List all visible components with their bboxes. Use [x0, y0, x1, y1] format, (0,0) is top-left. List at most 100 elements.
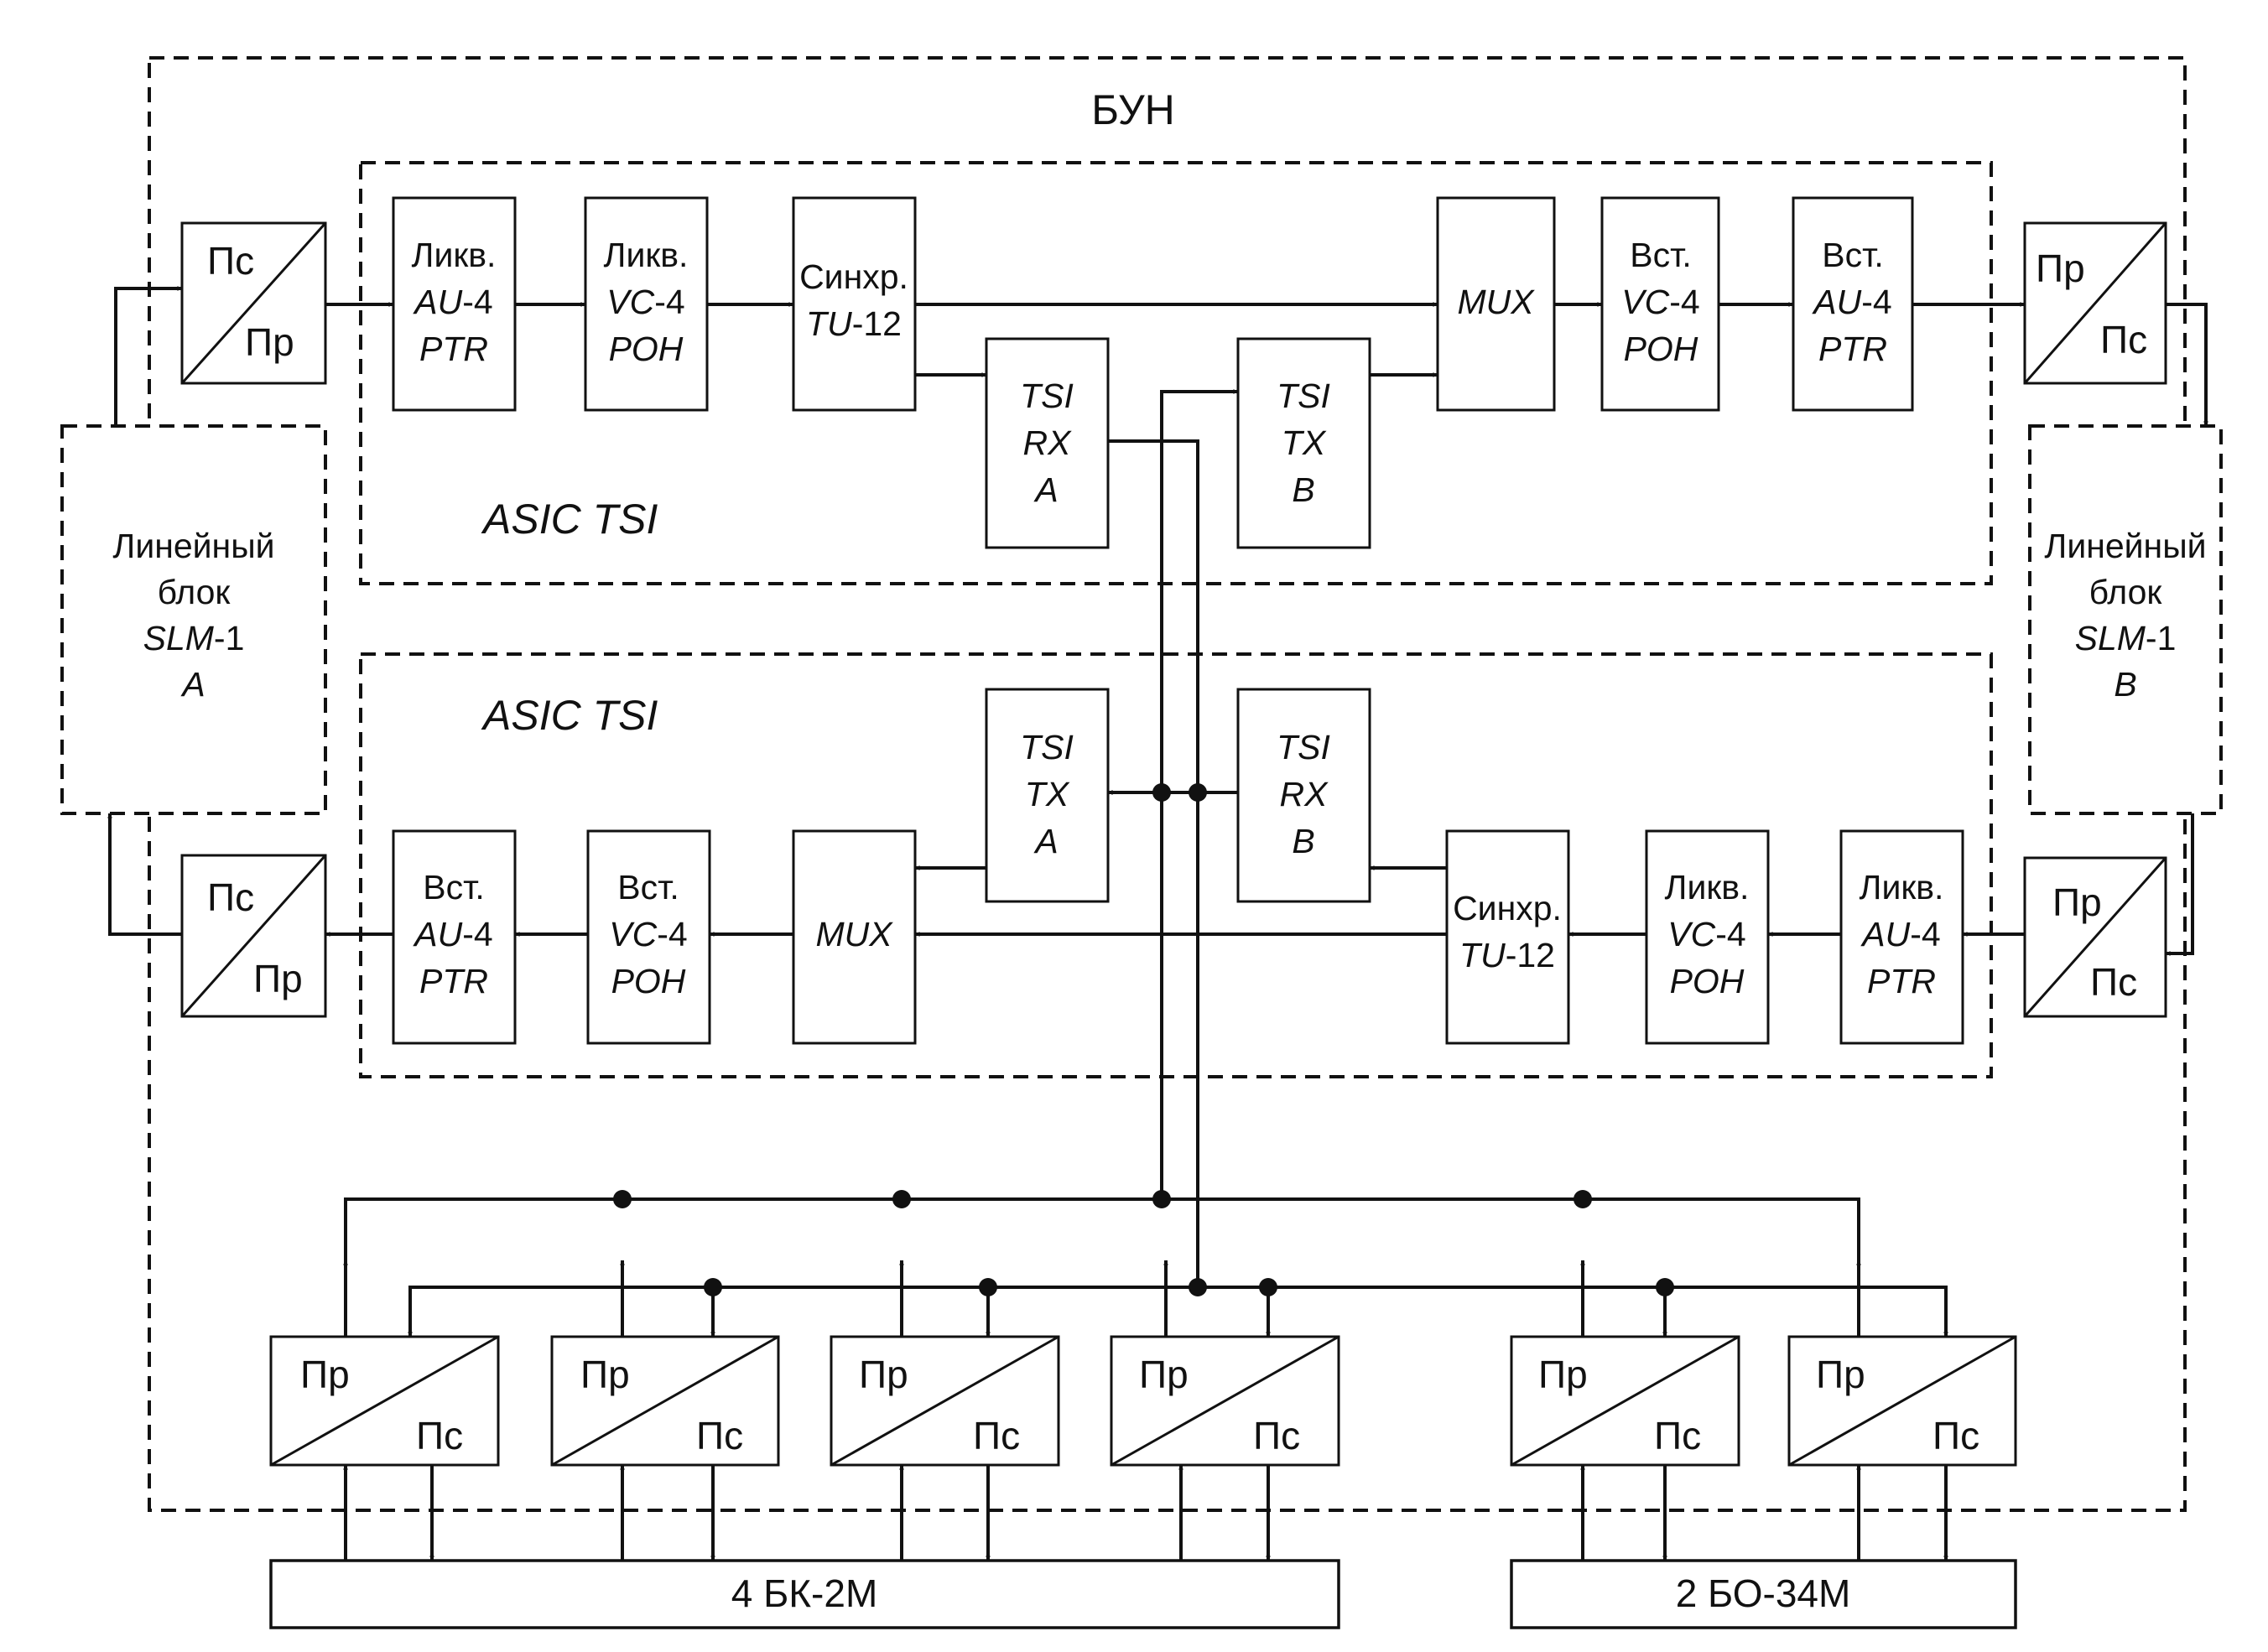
- svg-text:TU-12: TU-12: [1459, 936, 1555, 974]
- svg-text:SLM-1: SLM-1: [2075, 619, 2177, 657]
- svg-text:TSI: TSI: [1277, 728, 1330, 766]
- bottom-ins-au4-ptr-block: Вст. AU-4 PTR: [392, 829, 517, 1045]
- svg-text:Синхр.: Синхр.: [799, 257, 908, 296]
- svg-text:A: A: [1033, 822, 1058, 860]
- line-block-b: Линейный блок SLM-1 B: [2028, 424, 2223, 815]
- svg-text:POH: POH: [609, 330, 684, 368]
- top-ins-au4-ptr-block: Вст. AU-4 PTR: [1792, 196, 1914, 412]
- svg-text:A: A: [179, 665, 205, 704]
- svg-text:Пр: Пр: [1139, 1353, 1189, 1396]
- svg-text:VC-4: VC-4: [609, 915, 687, 953]
- svg-text:Пс: Пс: [696, 1414, 743, 1457]
- svg-text:POH: POH: [1670, 962, 1745, 1000]
- svg-text:AU-4: AU-4: [412, 283, 492, 321]
- svg-text:MUX: MUX: [815, 915, 893, 953]
- svg-text:AU-4: AU-4: [1860, 915, 1940, 953]
- trib-converter-2: Пр Пс: [550, 1335, 780, 1467]
- svg-text:Пс: Пс: [2090, 960, 2137, 1004]
- svg-text:TSI: TSI: [1020, 377, 1074, 415]
- svg-text:2 БО-34М: 2 БО-34М: [1676, 1571, 1851, 1615]
- svg-text:Пс: Пс: [973, 1414, 1020, 1457]
- svg-text:B: B: [2114, 665, 2136, 704]
- converter-top-left: Пс Пр: [180, 221, 327, 385]
- svg-text:POH: POH: [611, 962, 686, 1000]
- trib-converter-6: Пр Пс: [1787, 1335, 2017, 1467]
- svg-text:Линейный: Линейный: [2044, 527, 2206, 565]
- asic-bottom-boundary: ASIC TSI: [359, 652, 1993, 1078]
- svg-text:AU-4: AU-4: [412, 915, 492, 953]
- trib-converter-4: Пр Пс: [1110, 1335, 1340, 1467]
- bottom-ins-vc4-poh-block: Вст. VC-4 POH: [586, 829, 711, 1045]
- svg-text:B: B: [1292, 470, 1314, 509]
- trib-converter-3: Пр Пс: [830, 1335, 1060, 1467]
- top-sync-tu12-block: Синхр. TU-12: [792, 196, 917, 412]
- svg-text:блок: блок: [2089, 573, 2163, 611]
- svg-text:TU-12: TU-12: [806, 304, 902, 343]
- top-ins-vc4-poh-block: Вст. VC-4 POH: [1600, 196, 1720, 412]
- svg-text:Вст.: Вст.: [1630, 236, 1691, 274]
- svg-text:Вст.: Вст.: [617, 868, 679, 907]
- svg-text:TX: TX: [1025, 775, 1070, 813]
- asic-top-label: ASIC TSI: [481, 496, 658, 543]
- svg-text:Пр: Пр: [859, 1353, 908, 1396]
- svg-text:MUX: MUX: [1457, 283, 1535, 321]
- svg-text:AU-4: AU-4: [1811, 283, 1891, 321]
- svg-text:TX: TX: [1282, 423, 1327, 462]
- svg-text:Пр: Пр: [245, 320, 294, 364]
- junction-dots: [613, 783, 1674, 1296]
- svg-text:Пр: Пр: [2036, 247, 2085, 290]
- svg-text:PTR: PTR: [1818, 330, 1887, 368]
- top-liq-vc4-poh-block: Ликв. VC-4 POH: [584, 196, 709, 412]
- bo-34m-block: 2 БО-34М: [1510, 1559, 2017, 1629]
- line-block-a: Линейный блок SLM-1 A: [60, 424, 327, 815]
- bottom-mux-block: MUX: [792, 829, 917, 1045]
- svg-text:Пс: Пс: [207, 875, 254, 919]
- bottom-liq-au4-ptr-block: Ликв. AU-4 PTR: [1839, 829, 1964, 1045]
- svg-text:RX: RX: [1023, 423, 1073, 462]
- converter-bottom-right: Пр Пс: [2023, 856, 2167, 1018]
- svg-text:Синхр.: Синхр.: [1453, 889, 1562, 927]
- svg-text:A: A: [1033, 470, 1058, 509]
- svg-text:VC-4: VC-4: [1667, 915, 1745, 953]
- svg-text:Вст.: Вст.: [423, 868, 484, 907]
- svg-text:Пс: Пс: [1932, 1414, 1979, 1457]
- trib-converter-1: Пр Пс: [269, 1335, 500, 1467]
- svg-text:Пс: Пс: [1654, 1414, 1701, 1457]
- svg-text:PTR: PTR: [419, 962, 488, 1000]
- svg-text:VC-4: VC-4: [1621, 283, 1699, 321]
- svg-text:4 БК-2М: 4 БК-2М: [731, 1571, 878, 1615]
- svg-text:Пр: Пр: [2052, 881, 2102, 924]
- svg-text:VC-4: VC-4: [606, 283, 684, 321]
- converter-top-right: Пр Пс: [2023, 221, 2167, 385]
- svg-text:Пр: Пр: [1538, 1353, 1588, 1396]
- svg-text:Ликв.: Ликв.: [1665, 868, 1750, 907]
- svg-text:Ликв.: Ликв.: [1860, 868, 1944, 907]
- converter-bottom-left: Пс Пр: [180, 854, 327, 1018]
- bk-2m-block: 4 БК-2М: [269, 1559, 1340, 1629]
- svg-text:Вст.: Вст.: [1822, 236, 1883, 274]
- signal-lines: [107, 286, 2208, 1561]
- svg-text:Пр: Пр: [580, 1353, 630, 1396]
- top-tsi-tx-b-block: TSI TX B: [1236, 337, 1371, 549]
- bottom-tsi-rx-b-block: TSI RX B: [1236, 688, 1371, 903]
- bottom-sync-tu12-block: Синхр. TU-12: [1445, 829, 1570, 1045]
- svg-text:Ликв.: Ликв.: [412, 236, 497, 274]
- svg-text:Линейный: Линейный: [112, 527, 274, 565]
- svg-text:B: B: [1292, 822, 1314, 860]
- svg-text:Пс: Пс: [1253, 1414, 1300, 1457]
- svg-text:Пс: Пс: [416, 1414, 463, 1457]
- svg-text:Ликв.: Ликв.: [604, 236, 689, 274]
- svg-text:PTR: PTR: [1867, 962, 1936, 1000]
- bottom-liq-vc4-poh-block: Ликв. VC-4 POH: [1645, 829, 1770, 1045]
- top-mux-block: MUX: [1436, 196, 1556, 412]
- asic-bottom-label: ASIC TSI: [481, 692, 658, 739]
- svg-text:PTR: PTR: [419, 330, 488, 368]
- svg-text:SLM-1: SLM-1: [143, 619, 245, 657]
- svg-text:Пр: Пр: [300, 1353, 350, 1396]
- trib-converter-5: Пр Пс: [1510, 1335, 1740, 1467]
- top-liq-au4-ptr-block: Ликв. AU-4 PTR: [392, 196, 517, 412]
- bun-title: БУН: [1091, 86, 1175, 133]
- svg-text:POH: POH: [1624, 330, 1698, 368]
- asic-top-boundary: ASIC TSI: [359, 161, 1993, 585]
- svg-text:Пс: Пс: [207, 239, 254, 283]
